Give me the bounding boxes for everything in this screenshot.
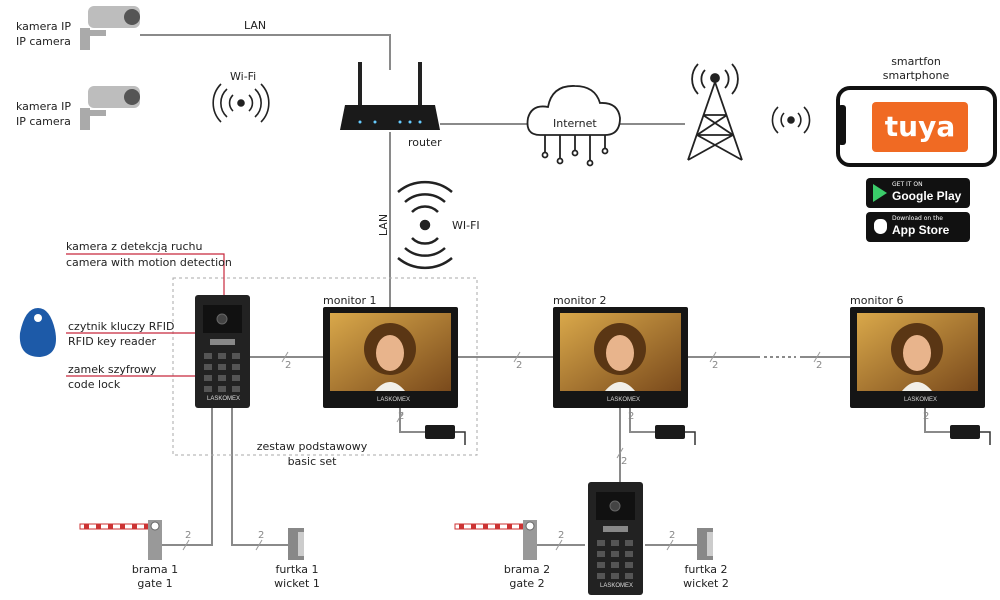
monitor-2-brand: LASKOMEX xyxy=(607,397,641,403)
camera-1-label-en: IP camera xyxy=(16,35,71,48)
tuya-app-logo: tuya xyxy=(872,102,968,152)
wifi-big-icon xyxy=(397,181,453,269)
wire-count: 2 xyxy=(621,456,628,467)
router-icon xyxy=(340,62,440,130)
wire-count: 2 xyxy=(923,411,930,422)
wifi-tower-icon xyxy=(771,106,811,134)
smartphone-label-en: smartphone xyxy=(882,69,950,82)
cell-tower-icon xyxy=(687,63,743,161)
internet-cloud-icon xyxy=(526,85,621,167)
wire-count: 2 xyxy=(816,360,823,371)
wire-count: 2 xyxy=(712,360,719,371)
callout-codelock-pl: zamek szyfrowy xyxy=(68,363,157,376)
monitor-6-brand: LASKOMEX xyxy=(904,397,938,403)
wifi-big-label: WI-FI xyxy=(452,219,480,232)
wicket-2-label-pl: furtka 2 xyxy=(684,563,728,576)
basic-set-box xyxy=(172,277,478,456)
app-store-badge[interactable]: Download on the App Store xyxy=(866,212,970,242)
monitor-1-screen xyxy=(323,307,458,408)
wire-count: 2 xyxy=(669,530,676,541)
monitor-6-label: monitor 6 xyxy=(850,294,904,307)
gate-1-barrier-icon xyxy=(79,519,163,561)
apple-icon xyxy=(874,219,887,234)
wicket-1-lock-icon xyxy=(288,528,304,560)
power-adapter-2-icon xyxy=(654,424,696,446)
wire-count: 2 xyxy=(185,530,192,541)
monitor-2-label: monitor 2 xyxy=(553,294,607,307)
wicket-2-lock-icon xyxy=(697,528,713,560)
callout-rfid-en: RFID key reader xyxy=(68,335,156,348)
monitor-2-screen xyxy=(553,307,688,408)
wire-count: 2 xyxy=(558,530,565,541)
wire-count: 2 xyxy=(398,411,405,422)
wire-count: 2 xyxy=(516,360,523,371)
google-play-small: GET IT ON xyxy=(892,181,923,188)
monitor-6-screen xyxy=(850,307,985,408)
door-panel-1 xyxy=(194,294,251,409)
gate-2-label-pl: brama 2 xyxy=(503,563,551,576)
power-adapter-6-icon xyxy=(949,424,991,446)
internet-label: Internet xyxy=(553,117,597,131)
callout-rfid-pl: czytnik kluczy RFID xyxy=(68,320,175,333)
wicket-2-label-en: wicket 2 xyxy=(683,577,729,590)
door-panel-2-brand: LASKOMEX xyxy=(600,583,634,589)
wifi-small-label: Wi-Fi xyxy=(230,70,257,83)
callout-camera-en: camera with motion detection xyxy=(66,256,232,269)
google-play-badge[interactable]: GET IT ON Google Play xyxy=(866,178,970,208)
google-play-icon xyxy=(873,184,887,202)
lan-vertical-label: LAN xyxy=(377,213,391,237)
monitor-1-label: monitor 1 xyxy=(323,294,377,307)
monitor-1-brand: LASKOMEX xyxy=(377,397,411,403)
basic-set-label-pl: zestaw podstawowy xyxy=(256,440,368,453)
rfid-key-fob-icon xyxy=(19,308,56,357)
power-adapter-1-icon xyxy=(424,424,466,446)
wire-count: 2 xyxy=(258,530,265,541)
app-store-small: Download on the xyxy=(892,215,943,222)
wicket-1-label-en: wicket 1 xyxy=(274,577,320,590)
camera-2-label-pl: kamera IP xyxy=(16,100,72,113)
gate-2-label-en: gate 2 xyxy=(509,577,545,590)
app-store-big: App Store xyxy=(892,223,950,237)
callout-camera-pl: kamera z detekcją ruchu xyxy=(66,240,203,253)
wire-count: 2 xyxy=(285,360,292,371)
router-label: router xyxy=(408,136,442,149)
callout-codelock-en: code lock xyxy=(68,378,121,391)
basic-set-label-en: basic set xyxy=(287,455,337,468)
camera-1-label-pl: kamera IP xyxy=(16,20,72,33)
wifi-small-icon xyxy=(212,83,270,123)
ip-camera-1-icon xyxy=(80,6,140,50)
door-panel-2 xyxy=(587,481,644,596)
smartphone-label-pl: smartfon xyxy=(891,55,941,68)
door-panel-1-brand: LASKOMEX xyxy=(207,396,241,402)
wire-count: 2 xyxy=(628,411,635,422)
gate-1-label-pl: brama 1 xyxy=(131,563,179,576)
google-play-big: Google Play xyxy=(892,189,962,203)
gate-2-barrier-icon xyxy=(454,519,538,561)
ip-camera-2-icon xyxy=(80,86,140,130)
lan-top-label: LAN xyxy=(244,19,267,32)
camera-2-label-en: IP camera xyxy=(16,115,71,128)
wicket-1-label-pl: furtka 1 xyxy=(275,563,319,576)
gate-1-label-en: gate 1 xyxy=(137,577,173,590)
